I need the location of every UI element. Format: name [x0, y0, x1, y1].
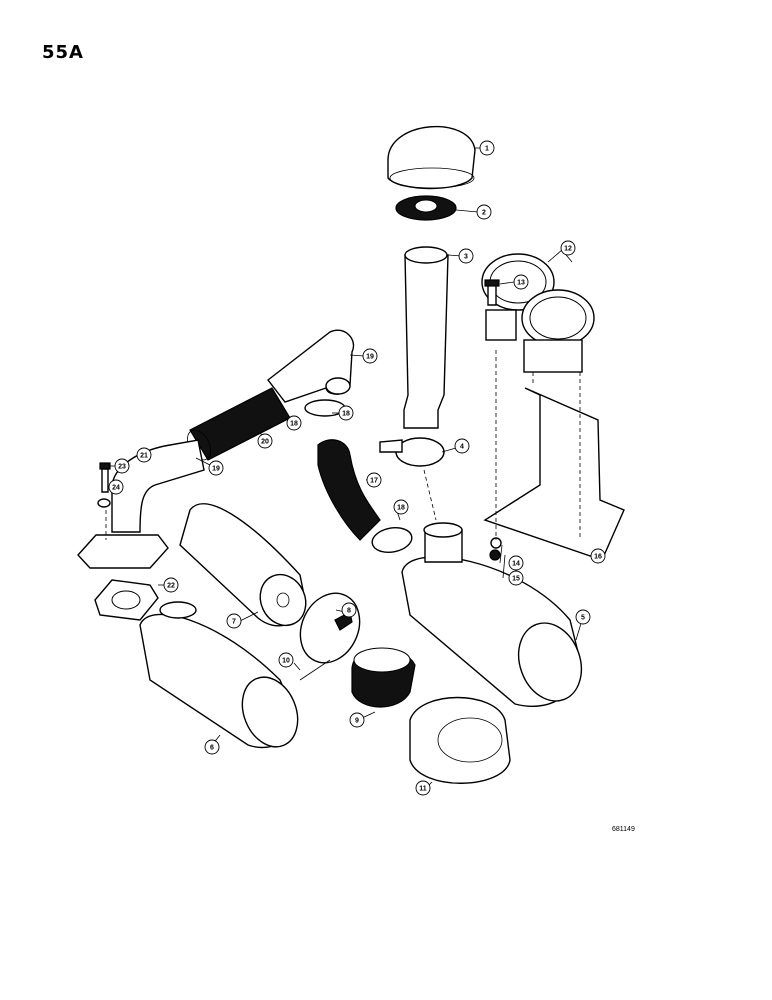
- part-air-cleaner-body: [401, 522, 583, 708]
- callout: 6: [204, 739, 220, 755]
- part-mounting-bracket: [483, 387, 625, 561]
- callout: 9: [349, 712, 365, 728]
- callout-label: 17: [370, 478, 378, 485]
- part-washer-24: [97, 498, 111, 508]
- callout: 8: [341, 602, 357, 618]
- part-bolt-23: [99, 462, 111, 493]
- part-gasket: [94, 579, 159, 621]
- callout: 14: [508, 555, 524, 571]
- callout-label: 18: [342, 411, 350, 418]
- callout: 20: [257, 433, 273, 449]
- callout: 2: [476, 204, 492, 220]
- callout-label: 22: [167, 583, 175, 590]
- part-secondary-element: [351, 647, 416, 708]
- part-hose-clamp-lower: [371, 526, 413, 554]
- part-cone-ring: [395, 195, 457, 221]
- callout-label: 13: [517, 280, 525, 287]
- part-mounting-bands: [481, 253, 595, 373]
- part-outlet-pipe: [77, 439, 205, 569]
- callout-label: 23: [118, 464, 126, 471]
- part-bolt-13: [484, 279, 500, 306]
- part-outer-cover: [409, 696, 511, 784]
- assembly-guide-lines: [105, 350, 581, 540]
- callout: 4: [454, 438, 470, 454]
- callout-label: 10: [282, 658, 290, 665]
- callout: 10: [278, 652, 294, 668]
- callout: 18: [338, 405, 354, 421]
- callout-label: 5: [581, 615, 585, 622]
- callout-label: 12: [564, 246, 572, 253]
- callout: 23: [114, 458, 130, 474]
- callout: 11: [415, 780, 431, 796]
- callout: 5: [575, 609, 591, 625]
- part-tube-clamp: [379, 437, 445, 467]
- part-intake-elbow: [267, 329, 355, 403]
- callout-label: 24: [112, 485, 120, 492]
- callout: 21: [136, 447, 152, 463]
- callout-label: 1: [485, 146, 489, 153]
- callout-bubbles: 1 2 3 4 5 6 7 8 9 10 11 12 13 14 15 16 1…: [108, 140, 606, 796]
- callout-label: 9: [355, 718, 359, 725]
- callout: 15: [508, 570, 524, 586]
- part-precleaner-cap: [387, 125, 476, 190]
- callout-label: 19: [366, 354, 374, 361]
- callout-label: 16: [594, 554, 602, 561]
- page-number: 55A: [42, 42, 84, 63]
- callout-label: 4: [460, 444, 464, 451]
- callout-label: 15: [512, 576, 520, 583]
- callout-label: 11: [419, 786, 427, 793]
- callout: 19: [208, 460, 224, 476]
- part-rubber-elbow: [317, 439, 381, 541]
- callout: 18: [393, 499, 409, 515]
- callout-label: 18: [290, 421, 298, 428]
- callout-label: 6: [210, 745, 214, 752]
- callout: 13: [513, 274, 529, 290]
- part-nut-washer: [489, 537, 502, 561]
- figure-id: 681149: [612, 826, 635, 833]
- callout: 19: [362, 348, 378, 364]
- callout: 3: [458, 248, 474, 264]
- callout-label: 21: [140, 453, 148, 460]
- part-inlet-tube: [403, 246, 449, 429]
- part-filter-element: [179, 503, 307, 627]
- callout: 16: [590, 548, 606, 564]
- part-secondary-cleaner-body: [139, 601, 299, 749]
- callout: 17: [366, 472, 382, 488]
- callout-label: 7: [232, 619, 236, 626]
- callout: 7: [226, 613, 242, 629]
- callout: 18: [286, 415, 302, 431]
- callout-label: 8: [347, 608, 351, 615]
- callout: 24: [108, 479, 124, 495]
- callout-label: 2: [482, 210, 486, 217]
- callout-label: 18: [397, 505, 405, 512]
- callout: 1: [479, 140, 495, 156]
- callout-label: 19: [212, 466, 220, 473]
- callout-label: 3: [464, 254, 468, 261]
- callout: 12: [560, 240, 576, 256]
- callout: 22: [163, 577, 179, 593]
- callout-label: 20: [261, 439, 269, 446]
- callout-label: 14: [512, 561, 520, 568]
